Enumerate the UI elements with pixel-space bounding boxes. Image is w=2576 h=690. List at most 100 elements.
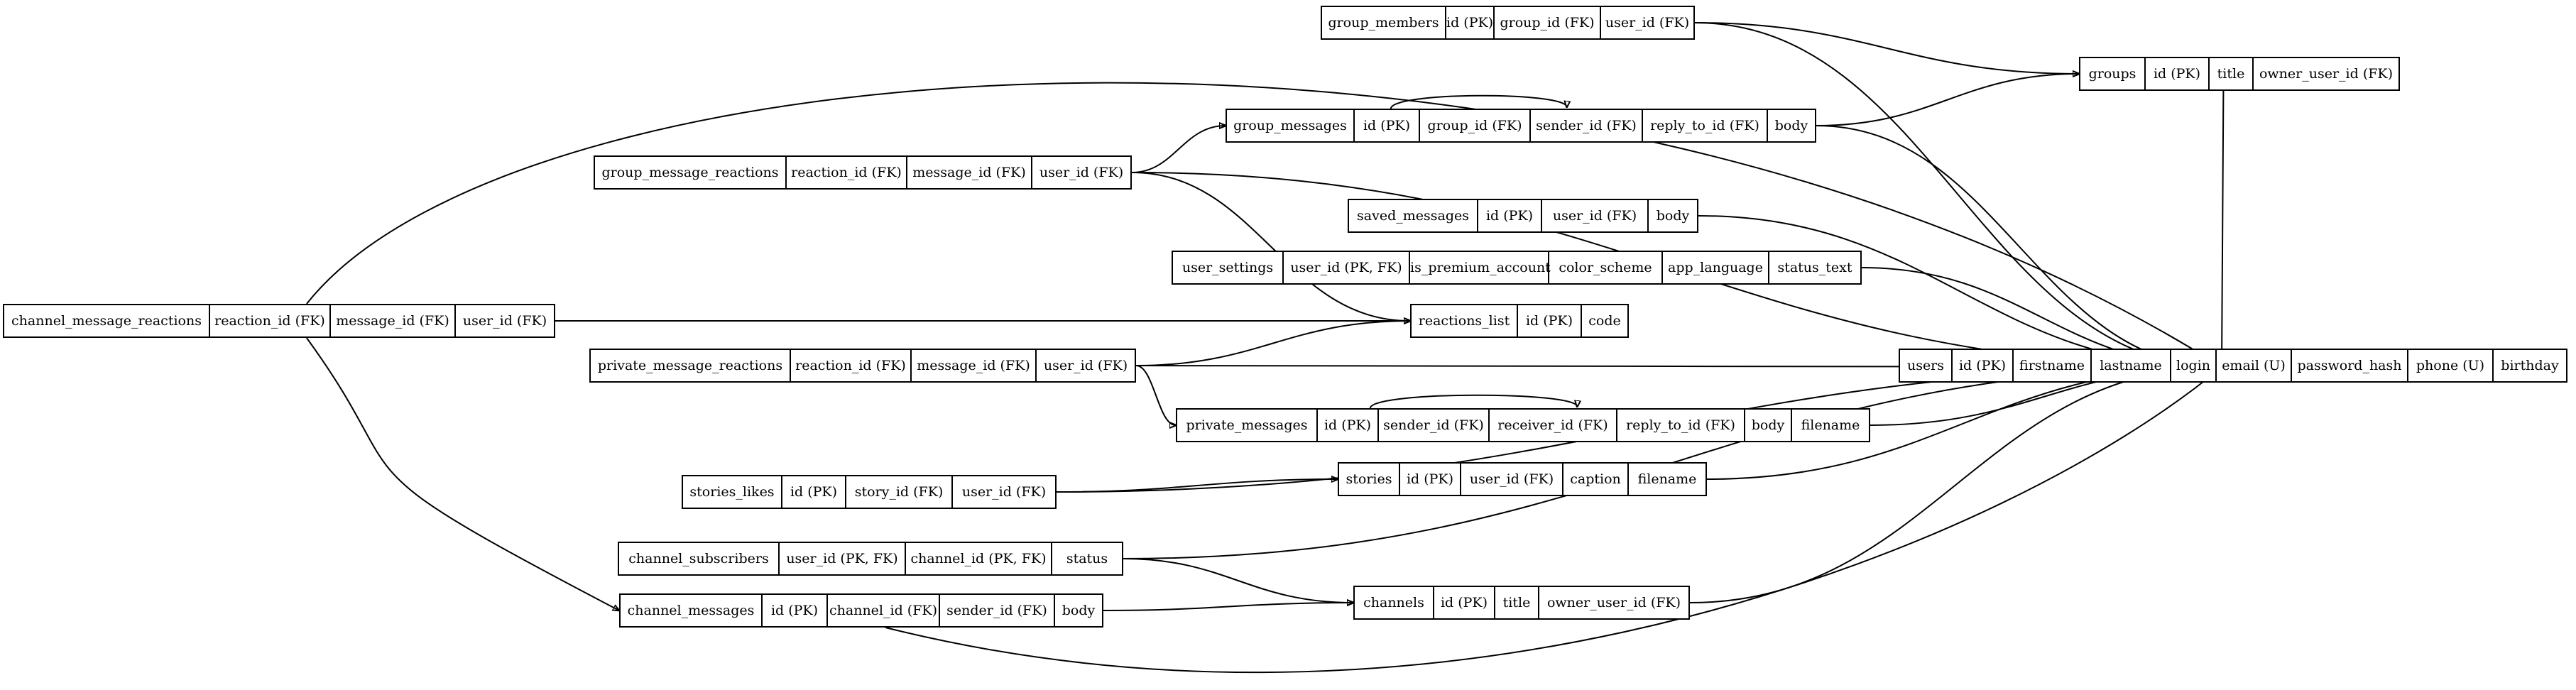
column-cell: message_id (FK) <box>912 350 1037 381</box>
column-cell: sender_id (FK) <box>1531 110 1643 141</box>
column-cell: user_id (FK) <box>1039 165 1124 180</box>
column-cell: reply_to_id (FK) <box>1643 110 1768 141</box>
column-cell: id (PK) <box>763 595 828 626</box>
column-cell: id (PK) <box>1953 350 2014 381</box>
column-cell: receiver_id (FK) <box>1490 410 1617 441</box>
column-cell: body <box>1061 603 1096 618</box>
column-cell: id (PK) <box>1318 410 1379 441</box>
column-cell: id (PK) <box>1400 464 1461 495</box>
column-cell: reply_to_id (FK) <box>1617 410 1745 441</box>
edge-group-members-to-users <box>1694 22 2222 367</box>
column-cell: caption <box>1563 464 1629 495</box>
edge-channels-to-users <box>1689 367 2222 603</box>
column-cell: user_id (FK) <box>1542 200 1649 231</box>
column-cell: body <box>1774 118 1808 133</box>
table-name-cell: group_messages <box>1227 110 1355 141</box>
table-name-cell: stories <box>1339 464 1400 495</box>
column-cell: login <box>2171 350 2217 381</box>
column-cell: user_id (PK, FK) <box>1284 252 1410 283</box>
edge-channel-message-reactions-to-channel-messages <box>306 337 619 610</box>
column-cell: filename <box>1637 471 1697 487</box>
table-name-cell: private_messages <box>1177 410 1318 441</box>
edge-groups-to-users <box>2222 90 2225 367</box>
column-cell: body <box>1656 208 1690 224</box>
column-cell: user_id (FK) <box>1043 358 1128 373</box>
column-cell: id (PK) <box>1478 200 1542 231</box>
table-name-cell: group_members <box>1322 7 1446 38</box>
edge-saved-messages-to-users <box>1698 215 2222 367</box>
edge-private-message-reactions-to-private-messages <box>1135 365 1176 425</box>
column-cell: channel_id (PK, FK) <box>906 543 1052 574</box>
table-name-cell: reactions_list <box>1412 305 1518 336</box>
column-cell: user_id (FK) <box>1605 15 1690 31</box>
edge-channel-subscribers-to-channels <box>1123 558 1353 603</box>
table-name-cell: channels <box>1355 587 1434 618</box>
edge-group-message-reactions-to-reactions-list <box>1131 172 1410 321</box>
edge-stories-likes-to-stories <box>1056 479 1338 493</box>
column-cell: reaction_id (FK) <box>791 350 912 381</box>
edge-group-message-reactions-to-group-messages <box>1131 126 1226 173</box>
column-cell: owner_user_id (FK) <box>1546 595 1681 610</box>
column-cell: id (PK) <box>782 476 846 508</box>
column-cell: reaction_id (FK) <box>210 305 331 336</box>
column-cell: color_scheme <box>1549 252 1663 283</box>
column-cell: id (PK) <box>2146 58 2210 89</box>
column-cell: channel_id (FK) <box>828 595 940 626</box>
column-cell: code <box>1588 313 1621 329</box>
edge-private-messages-to-private-messages <box>1369 394 1577 409</box>
column-cell: filename <box>1801 417 1860 433</box>
column-cell: id (PK) <box>1434 587 1495 618</box>
table-name-cell: user_settings <box>1173 252 1284 283</box>
column-cell: app_language <box>1663 252 1769 283</box>
table-name-cell: saved_messages <box>1349 200 1478 231</box>
column-cell: firstname <box>2014 350 2092 381</box>
edge-channel-message-reactions-to-users <box>306 82 2222 367</box>
column-cell: message_id (FK) <box>331 305 456 336</box>
column-cell: password_hash <box>2292 350 2408 381</box>
column-cell: story_id (FK) <box>846 476 953 508</box>
column-cell: title <box>2210 58 2254 89</box>
column-cell: lastname <box>2092 350 2171 381</box>
table-name-cell: users <box>1900 350 1953 381</box>
table-name-cell: stories_likes <box>683 476 782 508</box>
column-cell: birthday <box>2501 358 2559 373</box>
table-name-cell: group_message_reactions <box>595 157 787 188</box>
column-cell: id (PK) <box>1355 110 1420 141</box>
column-cell: user_id (FK) <box>961 484 1047 500</box>
edge-channel-messages-to-channels <box>1103 603 1353 611</box>
column-cell: owner_user_id (FK) <box>2259 66 2394 82</box>
column-cell: body <box>1745 410 1792 441</box>
edge-group-members-to-groups <box>1694 22 2079 74</box>
column-cell: title <box>1495 587 1539 618</box>
table-name-cell: channel_messages <box>621 595 763 626</box>
edge-group-messages-to-group-messages <box>1390 94 1567 109</box>
column-cell: email (U) <box>2217 350 2292 381</box>
edge-private-message-reactions-to-reactions-list <box>1135 321 1410 366</box>
column-cell: status <box>1066 551 1108 566</box>
column-cell: id (PK) <box>1518 305 1582 336</box>
column-cell: phone (U) <box>2408 350 2494 381</box>
column-cell: message_id (FK) <box>907 157 1032 188</box>
column-cell: reaction_id (FK) <box>787 157 907 188</box>
table-name-cell: channel_message_reactions <box>4 305 210 336</box>
table-name-cell: channel_subscribers <box>619 543 780 574</box>
column-cell: user_id (FK) <box>462 313 547 329</box>
column-cell: group_id (FK) <box>1420 110 1531 141</box>
column-cell: status_text <box>1777 260 1852 275</box>
column-cell: id (PK) <box>1446 7 1495 38</box>
